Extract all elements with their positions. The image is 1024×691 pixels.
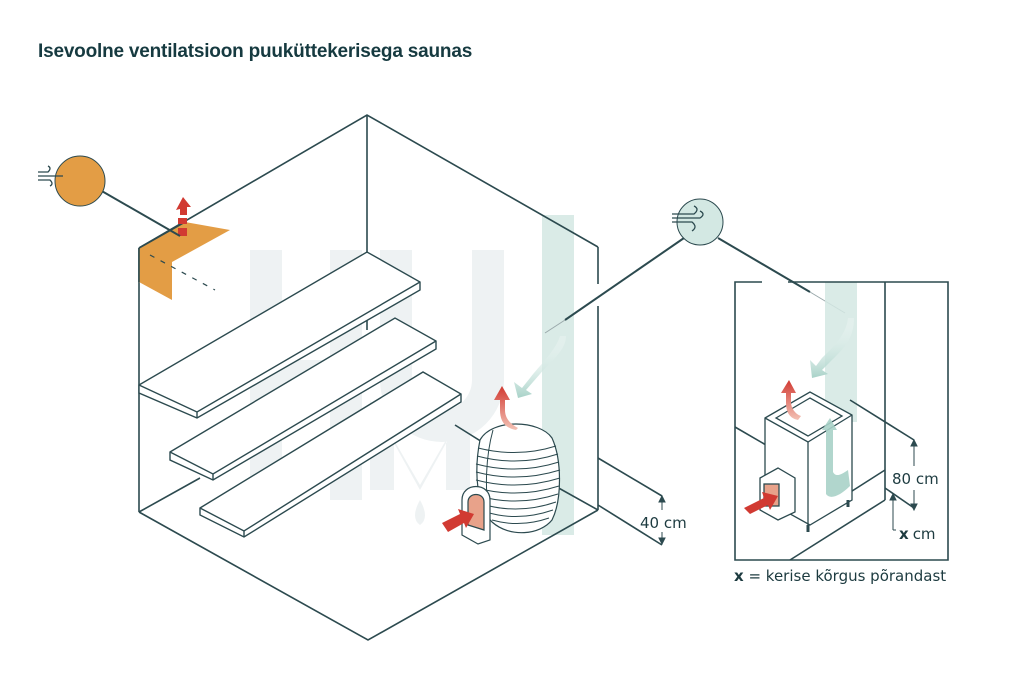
stove-fresh-air-arrow-icon [822,418,850,497]
stove-exhaust-arrow-icon [781,380,801,420]
bench-middle [169,317,437,481]
dimension-40cm-label: 40 cm [640,514,687,532]
exhaust-arrow-icon [176,197,191,236]
x-unit: cm [913,525,936,543]
caption-text: = kerise kõrgus põrandast [748,567,947,585]
round-heater [461,423,561,545]
detail-caption: x = kerise kõrgus põrandast [734,567,946,585]
exhaust-vent [138,221,230,300]
dimension-40cm [658,494,666,546]
wind-icon [38,165,63,187]
heater-intake-arrow-icon [442,509,474,532]
sauna-benches [138,251,462,538]
bench-top [138,251,421,419]
fresh-air-arrow-icon [514,336,566,398]
x-var: x [899,525,909,543]
sauna-room [138,114,663,641]
exhaust-callout [38,155,106,207]
caption-var: x [734,567,744,585]
dimension-80cm-label: 80 cm [892,470,939,488]
wind-icon [672,205,704,232]
bench-bottom [199,371,462,538]
diagram-title: Isevoolne ventilatsioon puuküttekerisega… [38,41,473,62]
stove-intake-arrow-icon [744,492,778,514]
heater-exhaust-arrow-icon [494,386,518,430]
intake-callout [672,198,724,246]
fresh-air-arrow-icon [810,318,854,378]
